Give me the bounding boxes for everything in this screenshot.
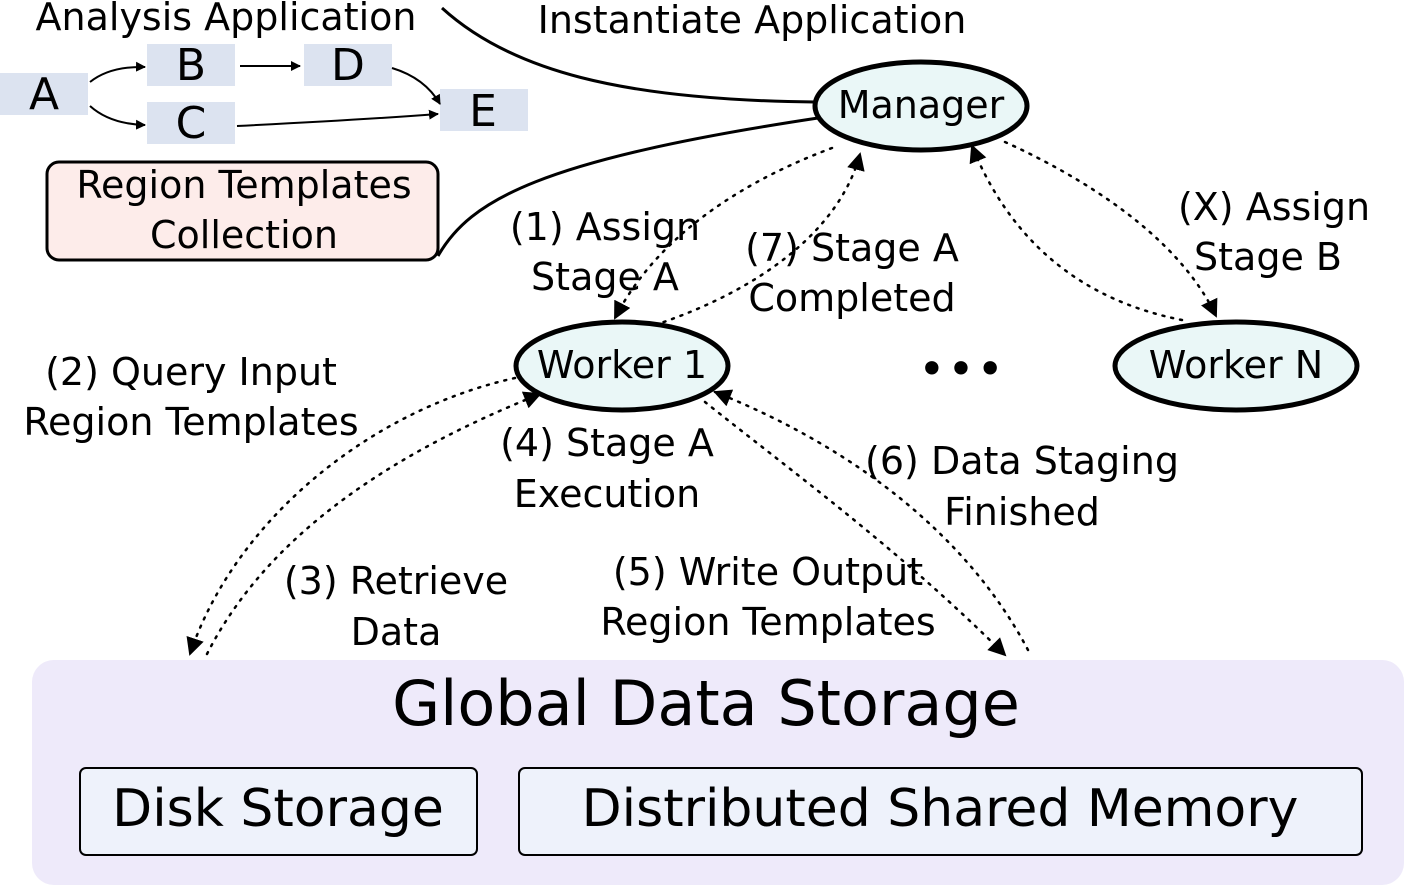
step-x-line1: (X) Assign: [1178, 185, 1370, 229]
arrow-1-assign-stage-a: [613, 146, 834, 320]
arrow-x-assign-stage-b: [1003, 140, 1218, 318]
step-4-line2: Execution: [514, 472, 700, 516]
manager-label: Manager: [838, 83, 1005, 127]
edge-d-e: [391, 67, 441, 105]
disk-storage-label: Disk Storage: [112, 779, 444, 839]
dag-node-d-label: D: [331, 40, 365, 91]
worker-1-label: Worker 1: [537, 343, 707, 387]
dag-node-b: [147, 44, 235, 86]
step-1-line1: (1) Assign: [510, 205, 700, 249]
step-5-line2: Region Templates: [600, 600, 935, 644]
arrow-3-retrieve-data: [205, 391, 542, 656]
arrow-7-stage-a-completed: [653, 152, 865, 327]
global-data-storage-title: Global Data Storage: [392, 667, 1020, 740]
region-templates-line1: Region Templates: [76, 163, 411, 207]
step-4-line1: (4) Stage A: [500, 421, 714, 465]
analysis-application-title: Analysis Application: [36, 0, 417, 39]
step-1-line2: Stage A: [531, 255, 679, 299]
distributed-shared-memory-box: [518, 767, 1363, 856]
dag-node-e-label: E: [469, 86, 497, 137]
worker-n-node: [1112, 319, 1360, 413]
connector-collection-manager: [436, 116, 819, 257]
connector-app-manager: [440, 6, 816, 104]
distributed-shared-memory-label: Distributed Shared Memory: [582, 779, 1299, 839]
arrow-2-query-input: [186, 376, 517, 656]
step-x-line2: Stage B: [1194, 235, 1342, 279]
step-6-line1: (6) Data Staging: [865, 439, 1179, 483]
step-3-line2: Data: [351, 610, 442, 654]
arrow-6-data-staging-finished: [713, 389, 1030, 652]
dag-node-d: [304, 44, 392, 86]
dag-node-c-label: C: [176, 98, 207, 149]
dag-node-b-label: B: [176, 40, 206, 91]
dag-node-a-label: A: [29, 69, 59, 120]
edge-a-b: [89, 61, 146, 83]
worker-1-node: [513, 319, 731, 413]
step-7-line1: (7) Stage A: [745, 226, 959, 270]
step-6-line2: Finished: [944, 490, 1100, 534]
region-templates-line2: Collection: [150, 213, 338, 257]
arrow-workerN-to-manager: [969, 144, 1184, 322]
edge-a-c: [89, 105, 146, 130]
edge-c-e: [236, 109, 439, 127]
worker-n-label: Worker N: [1149, 343, 1323, 387]
step-2-line2: Region Templates: [23, 400, 358, 444]
dag-node-e: [440, 89, 528, 131]
step-5-line1: (5) Write Output: [613, 550, 923, 594]
step-2-line1: (2) Query Input: [45, 350, 337, 394]
region-templates-collection-box: [45, 160, 440, 262]
manager-node: [812, 59, 1030, 153]
arrow-5-write-output: [703, 400, 1007, 657]
more-workers-ellipsis: •••: [918, 342, 1005, 396]
dag-node-a: [0, 73, 88, 115]
step-3-line1: (3) Retrieve: [284, 559, 508, 603]
instantiate-application-label: Instantiate Application: [538, 0, 967, 42]
disk-storage-box: [79, 767, 478, 856]
dag-node-c: [147, 102, 235, 144]
step-7-line2: Completed: [748, 276, 955, 320]
